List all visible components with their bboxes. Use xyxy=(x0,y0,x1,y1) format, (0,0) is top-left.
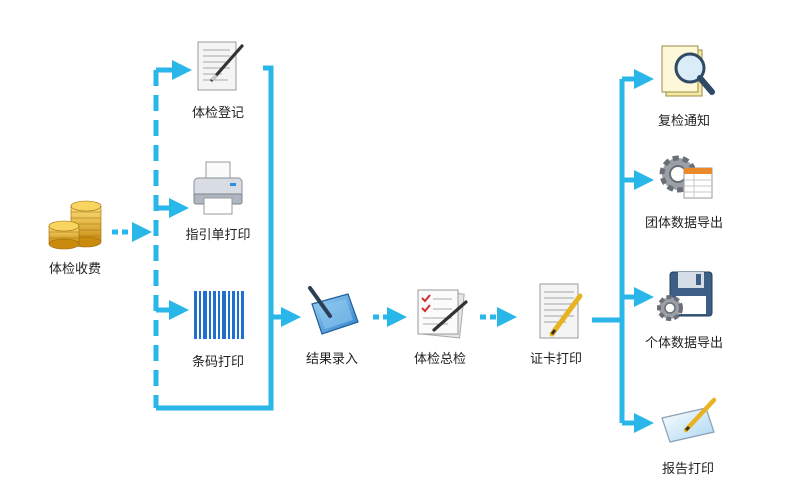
node-register[interactable]: 体检登记 xyxy=(176,36,260,121)
node-recheck-notice[interactable]: 复检通知 xyxy=(642,44,726,129)
barcode-icon xyxy=(194,291,244,339)
label-guide-print: 指引单打印 xyxy=(185,228,251,243)
checklist-pen-icon xyxy=(417,289,468,339)
label-recheck-notice: 复检通知 xyxy=(657,114,710,129)
merge-line xyxy=(156,65,274,411)
node-group-export[interactable]: 团体数据导出 xyxy=(636,146,732,231)
node-summary[interactable]: 体检总检 xyxy=(398,282,482,367)
node-barcode-print[interactable]: 条码打印 xyxy=(175,285,261,370)
document-pencil-icon xyxy=(539,283,583,339)
label-fee: 体检收费 xyxy=(48,262,101,277)
tablet-pen-icon xyxy=(308,286,359,335)
node-fee[interactable]: 体检收费 xyxy=(30,192,120,277)
node-result-entry[interactable]: 结果录入 xyxy=(290,282,374,367)
label-summary: 体检总检 xyxy=(413,352,466,367)
node-personal-export[interactable]: 个体数据导出 xyxy=(636,266,732,351)
label-personal-export: 个体数据导出 xyxy=(644,336,723,351)
label-report-print: 报告打印 xyxy=(661,462,714,477)
gear-table-icon xyxy=(659,155,713,199)
label-cert-print: 证卡打印 xyxy=(529,352,582,367)
magnifier-document-icon xyxy=(661,45,715,97)
form-pen-icon xyxy=(197,41,244,91)
node-cert-print[interactable]: 证卡打印 xyxy=(514,282,598,367)
tablet-pencil-icon xyxy=(661,397,717,443)
floppy-gear-icon xyxy=(657,271,713,321)
label-register: 体检登记 xyxy=(191,106,244,121)
node-report-print[interactable]: 报告打印 xyxy=(646,392,730,477)
node-guide-print[interactable]: 指引单打印 xyxy=(170,158,266,243)
label-group-export: 团体数据导出 xyxy=(644,216,723,231)
label-result-entry: 结果录入 xyxy=(305,352,358,367)
label-barcode-print: 条码打印 xyxy=(191,355,244,370)
coin-stack-icon xyxy=(48,200,102,250)
printer-icon xyxy=(193,161,243,215)
